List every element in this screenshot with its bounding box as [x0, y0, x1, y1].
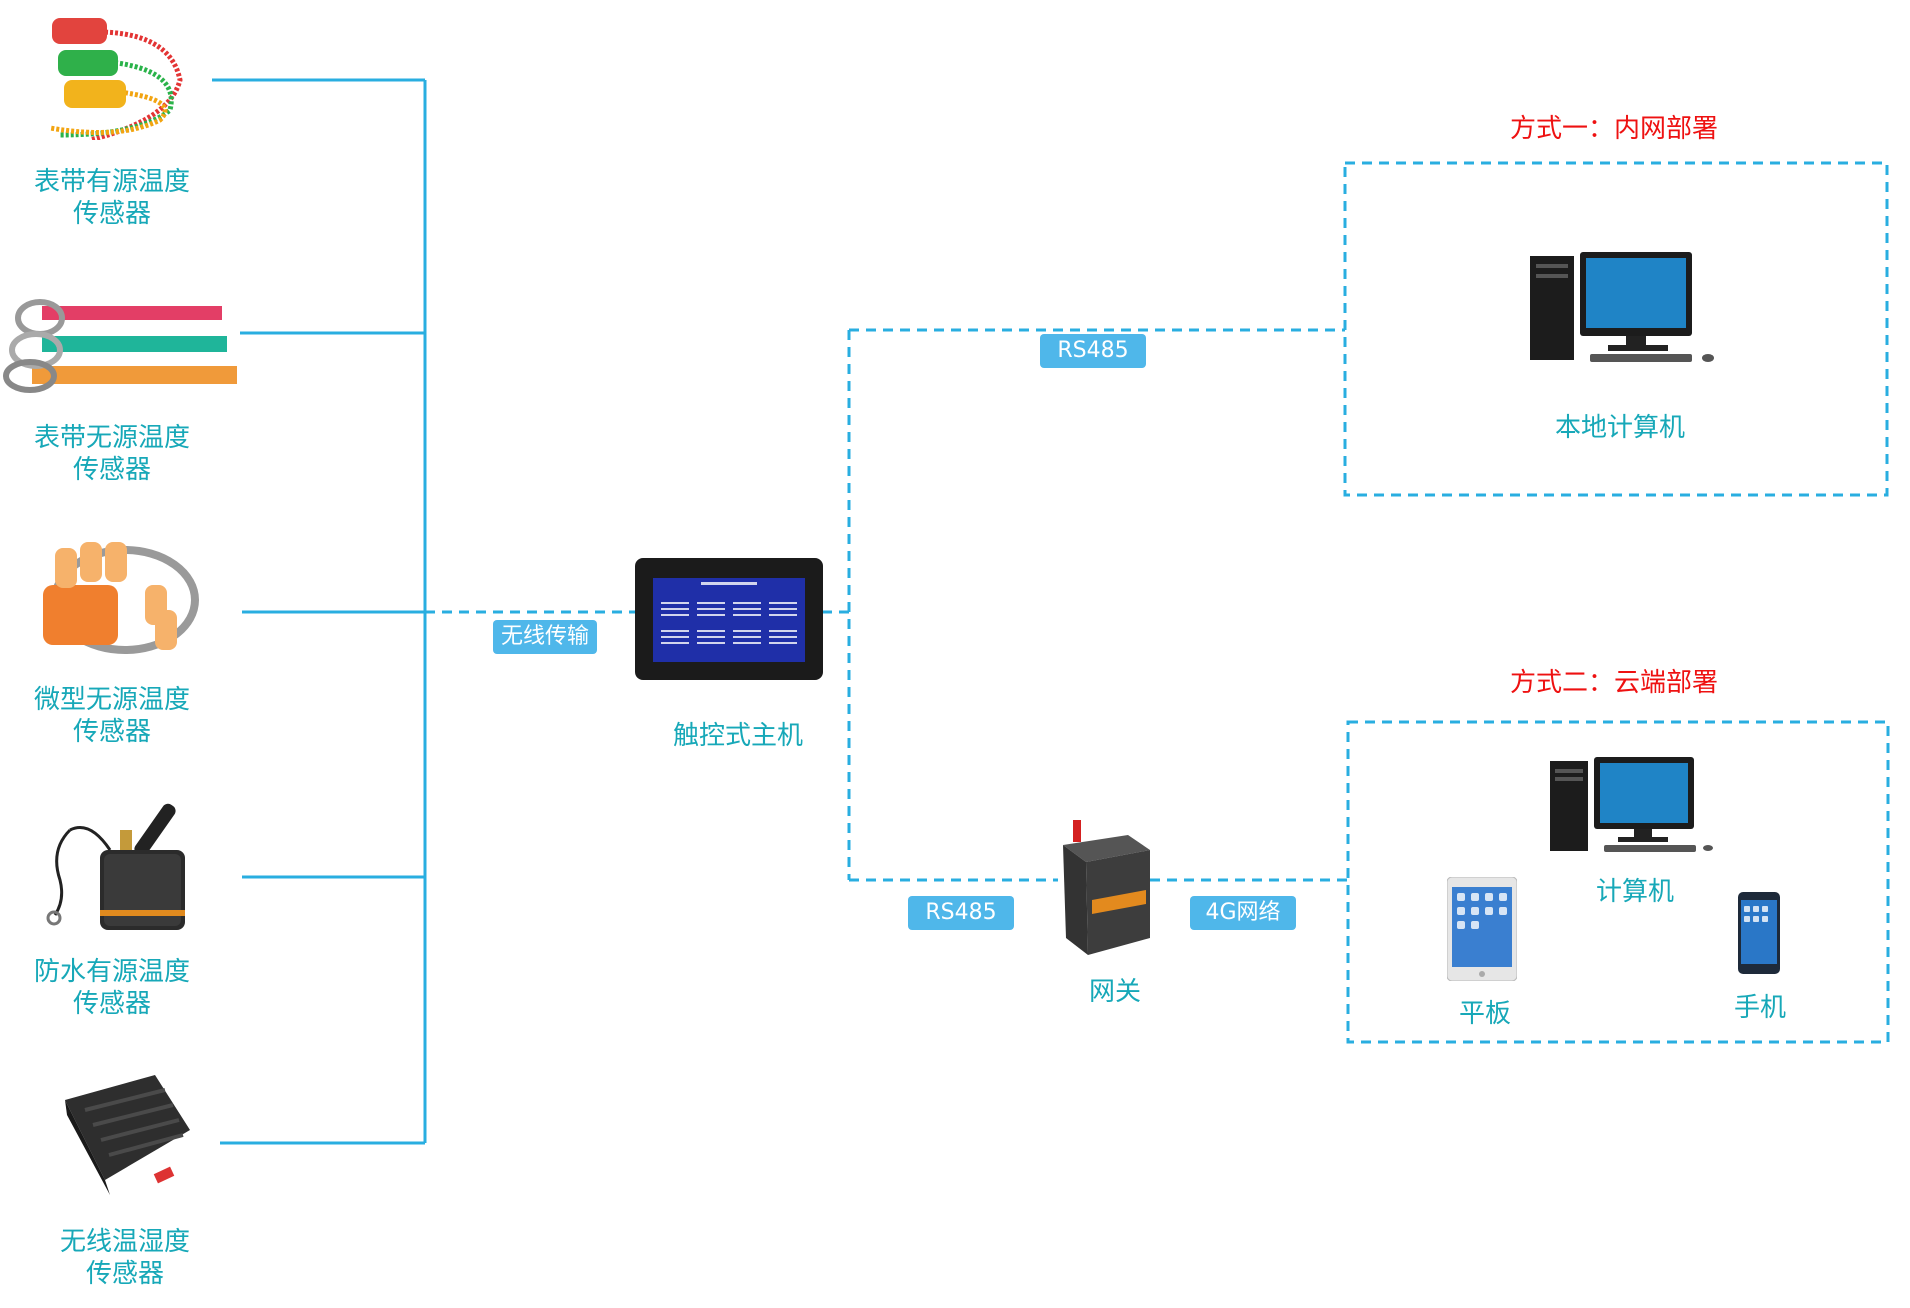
sensor-label-2: 表带无源温度传感器: [33, 423, 190, 485]
rs485-top-badge: RS485: [1040, 334, 1146, 368]
touch-host-image: [635, 558, 823, 680]
sensor-label-4: 防水有源温度传感器: [33, 957, 190, 1019]
4g-network-badge: 4G网络: [1190, 896, 1296, 930]
touch-host-label: 触控式主机: [672, 721, 803, 751]
phone-label: 手机: [1733, 993, 1786, 1023]
phone-image: [1738, 892, 1780, 974]
wireless-temp-humidity-sensor-image: [55, 1070, 195, 1200]
computer-label: 计算机: [1595, 877, 1674, 907]
local-computer-label: 本地计算机: [1554, 413, 1685, 443]
method-2-title: 方式二：云端部署: [1510, 668, 1719, 698]
sensor-label-5: 无线温湿度传感器: [59, 1227, 190, 1289]
tablet-label: 平板: [1458, 999, 1511, 1029]
wireless-transmission-badge: 无线传输: [493, 620, 597, 654]
computer-image: [1550, 755, 1720, 855]
rs485-bottom-badge: RS485: [908, 896, 1014, 930]
method-1-title: 方式一：内网部署: [1510, 114, 1719, 144]
strap-active-sensor-image: [30, 10, 200, 143]
gateway-image: [1058, 820, 1153, 955]
mini-passive-sensor-image: [35, 530, 200, 660]
gateway-label: 网关: [1088, 977, 1141, 1007]
tablet-image: [1446, 876, 1518, 982]
waterproof-active-sensor-image: [40, 790, 200, 950]
strap-passive-sensor-image: [2, 278, 242, 393]
sensor-label-1: 表带有源温度传感器: [33, 167, 190, 229]
sensor-label-3: 微型无源温度传感器: [33, 685, 190, 747]
local-computer-image: [1530, 250, 1720, 365]
